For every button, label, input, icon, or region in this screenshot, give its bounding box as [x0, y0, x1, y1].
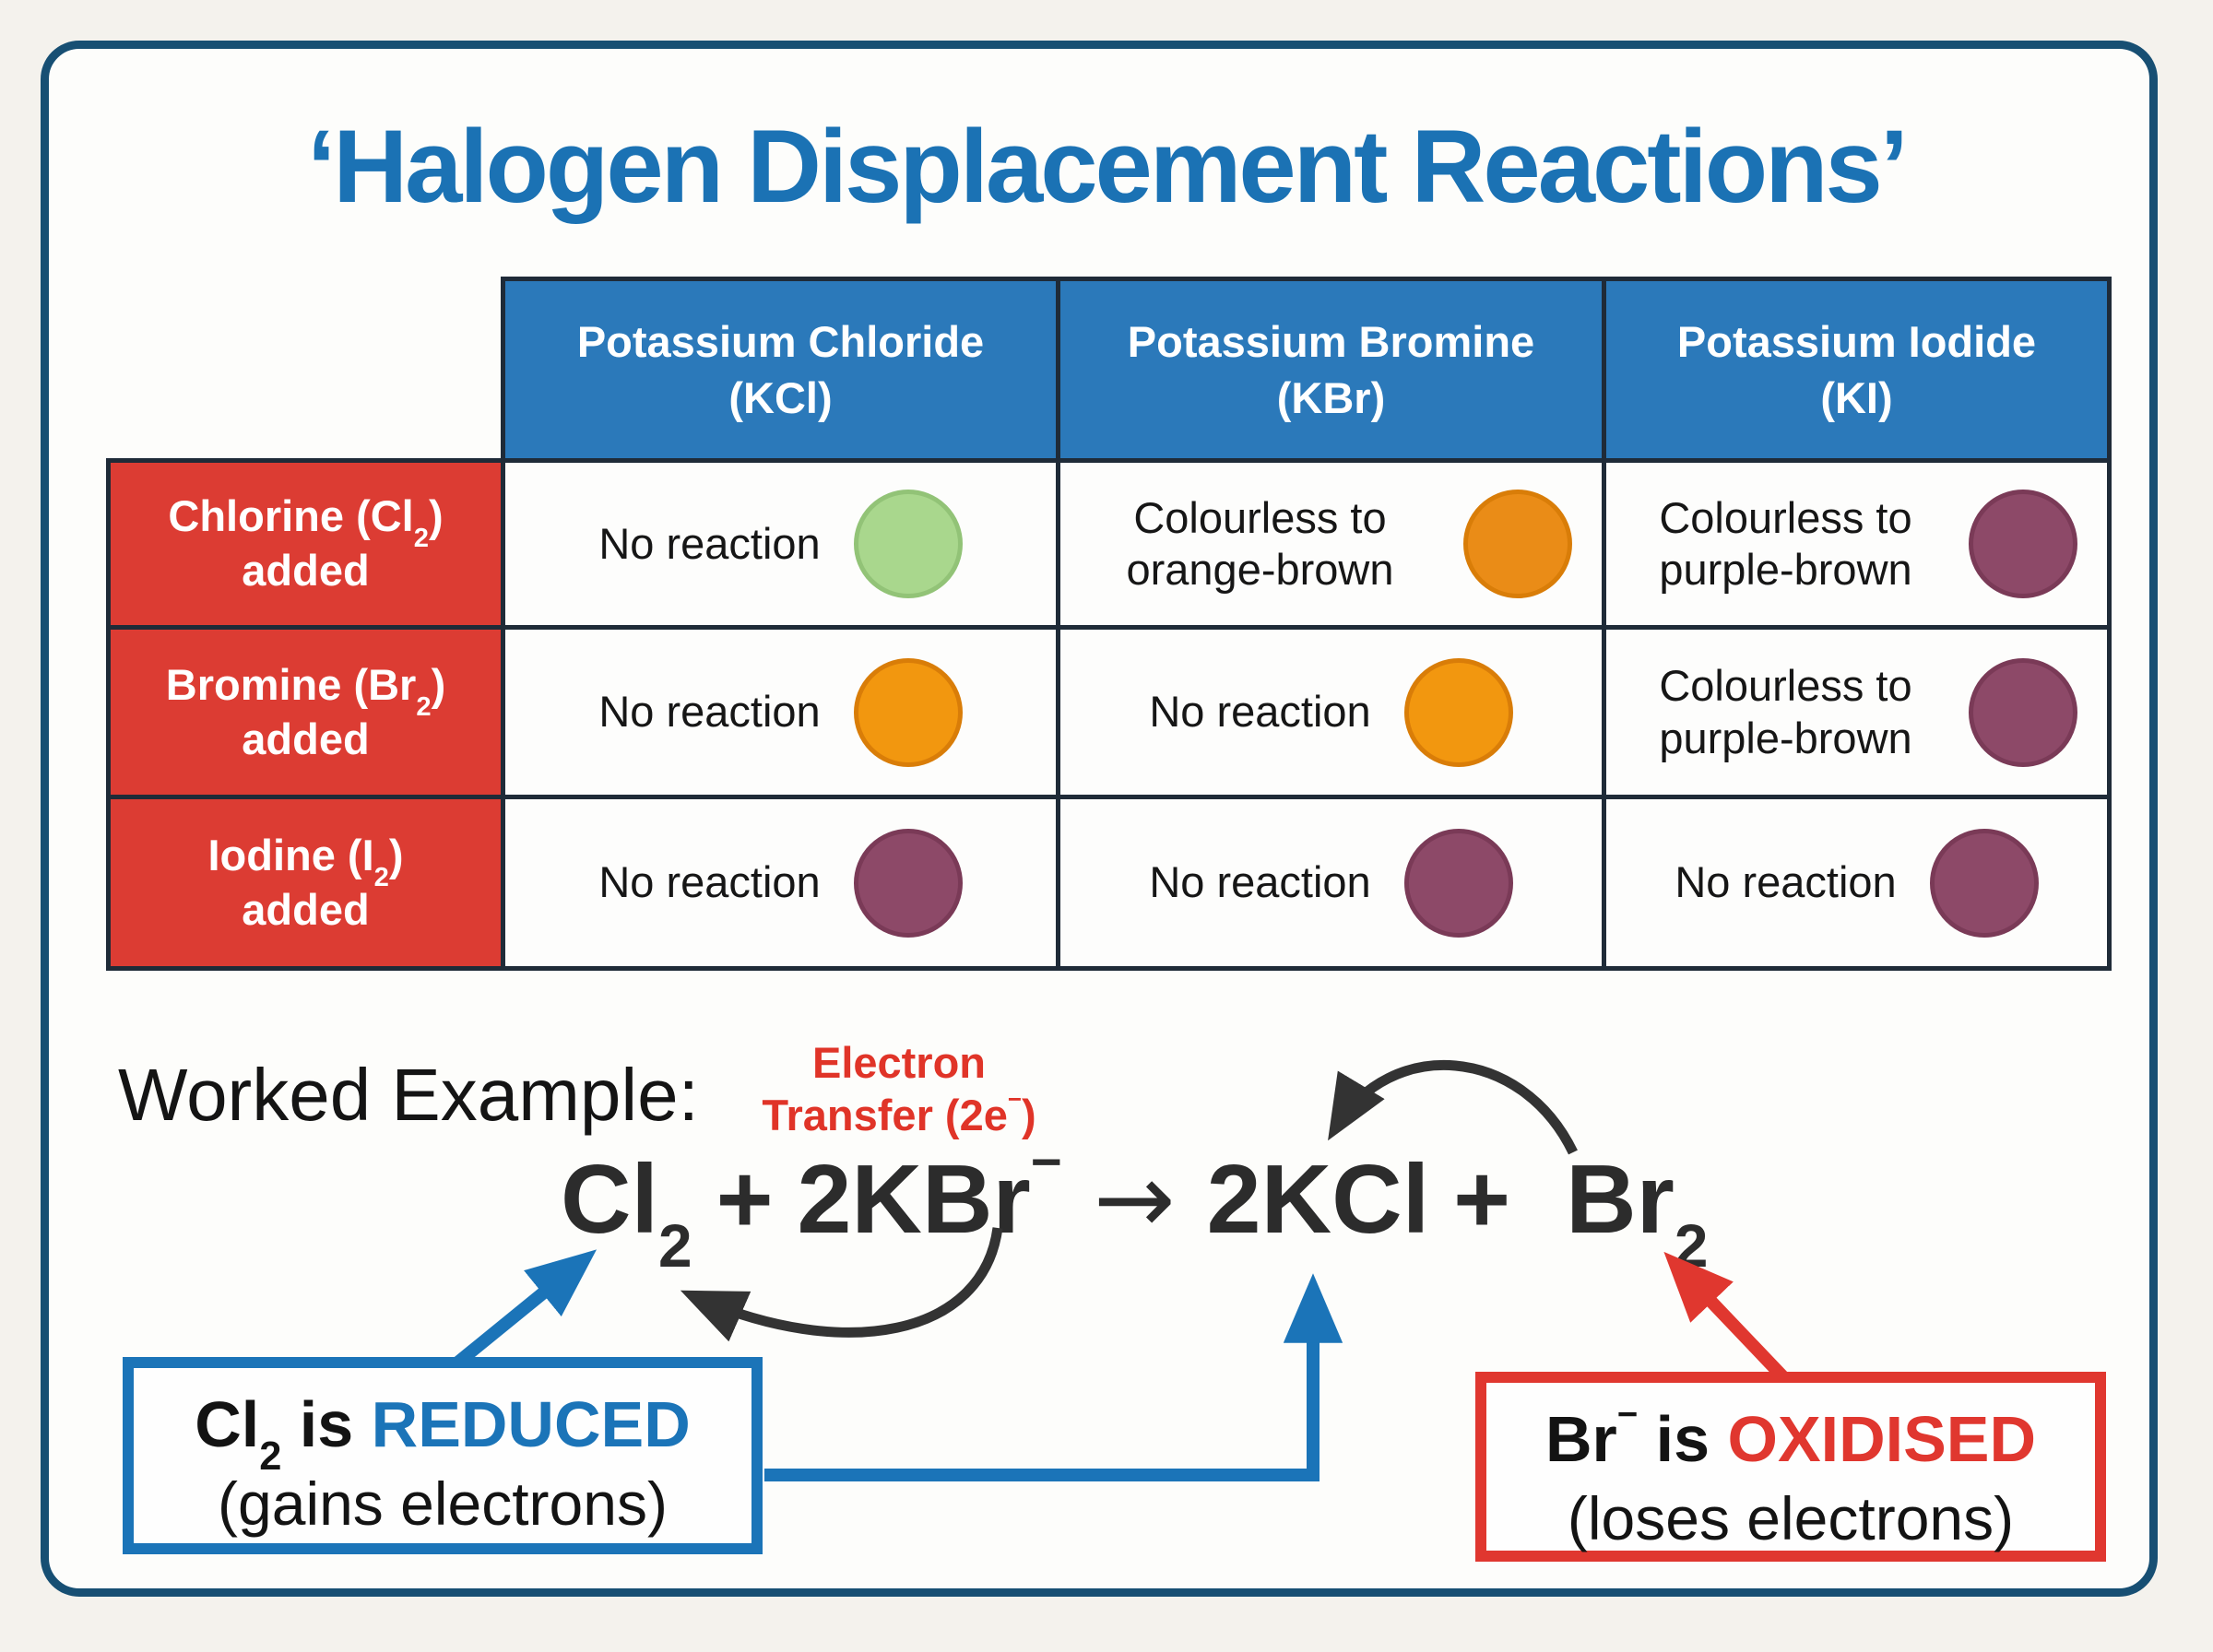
- result-circle: [1403, 828, 1513, 938]
- row-header-bromine: Bromine (Br2) added: [106, 625, 505, 799]
- table-cell: No reaction: [501, 795, 1060, 971]
- result-text: No reaction: [598, 687, 821, 737]
- reduced-callout-box: Cl2 is REDUCED (gains electrons): [123, 1357, 763, 1554]
- col-header-formula: (KBr): [1276, 373, 1386, 422]
- result-circle: [1929, 828, 2039, 938]
- result-text: Colourless to orange-brown: [1126, 492, 1394, 594]
- col-header-ki: Potassium Iodide (KI): [1602, 277, 2112, 463]
- table-cell: Colourless to purple-brown: [1602, 458, 2112, 630]
- col-header-label: Potassium Chloride: [576, 316, 985, 366]
- reaction-arrow-glyph: →: [1093, 1142, 1176, 1256]
- result-circle: [853, 490, 963, 598]
- reduced-keyword: REDUCED: [371, 1388, 691, 1460]
- result-text: No reaction: [1149, 857, 1371, 907]
- result-circle: [1403, 657, 1513, 767]
- result-text: No reaction: [598, 857, 821, 907]
- result-text: Colourless to purple-brown: [1659, 492, 1912, 594]
- table-row-chlorine: Chlorine (Cl2) added No reaction Colourl…: [106, 458, 2112, 630]
- col-header-kbr: Potassium Bromine (KBr): [1056, 277, 1606, 463]
- result-text: No reaction: [1149, 687, 1371, 737]
- table-cell: Colourless to orange-brown: [1056, 458, 1606, 630]
- worked-example-heading: Worked Example:: [118, 1054, 699, 1136]
- oxidised-keyword: OXIDISED: [1727, 1403, 2037, 1475]
- result-circle: [853, 828, 963, 938]
- table-cell: No reaction: [501, 625, 1060, 799]
- table-row-iodine: Iodine (I2) added No reaction No reactio…: [106, 795, 2112, 971]
- table-corner-cell: [109, 279, 503, 461]
- table-cell: Colourless to purple-brown: [1602, 625, 2112, 799]
- col-header-kcl: Potassium Chloride (KCl): [501, 277, 1060, 463]
- result-circle: [1969, 490, 2077, 598]
- oxidised-statement: Br− is OXIDISED: [1544, 1395, 2037, 1475]
- row-header-chlorine: Chlorine (Cl2) added: [106, 458, 505, 630]
- result-text: Colourless to purple-brown: [1659, 661, 1912, 762]
- table-cell: No reaction: [1056, 625, 1606, 799]
- col-header-label: Potassium Iodide: [1676, 316, 2037, 366]
- row-header-iodine: Iodine (I2) added: [106, 795, 505, 971]
- col-header-formula: (KI): [1820, 373, 1893, 422]
- result-text: No reaction: [1675, 857, 1897, 907]
- oxidised-subtext: (loses electrons): [1567, 1483, 2015, 1552]
- reduced-statement: Cl2 is REDUCED: [195, 1388, 691, 1479]
- result-circle: [1969, 657, 2077, 767]
- table-cell: No reaction: [1602, 795, 2112, 971]
- result-circle: [1463, 490, 1572, 598]
- table-cell: No reaction: [1056, 795, 1606, 971]
- col-header-formula: (KCl): [728, 373, 833, 422]
- electron-transfer-label: Electron Transfer (2e−): [762, 1038, 1036, 1140]
- table-header-row: Potassium Chloride (KCl) Potassium Bromi…: [109, 277, 2112, 463]
- result-circle: [853, 657, 963, 767]
- page-title: ‘Halogen Displacement Reactions’: [307, 109, 1909, 224]
- table-row-bromine: Bromine (Br2) added No reaction No react…: [106, 625, 2112, 799]
- reduced-subtext: (gains electrons): [218, 1469, 668, 1538]
- col-header-label: Potassium Bromine: [1127, 316, 1535, 366]
- oxidised-callout-box: Br− is OXIDISED (loses electrons): [1475, 1372, 2106, 1562]
- reaction-equation: Cl2+2KBr−→2KCl+Br2: [561, 1132, 1709, 1280]
- table-cell: No reaction: [501, 458, 1060, 630]
- reaction-table: Potassium Chloride (KCl) Potassium Bromi…: [106, 277, 2112, 971]
- result-text: No reaction: [598, 518, 821, 568]
